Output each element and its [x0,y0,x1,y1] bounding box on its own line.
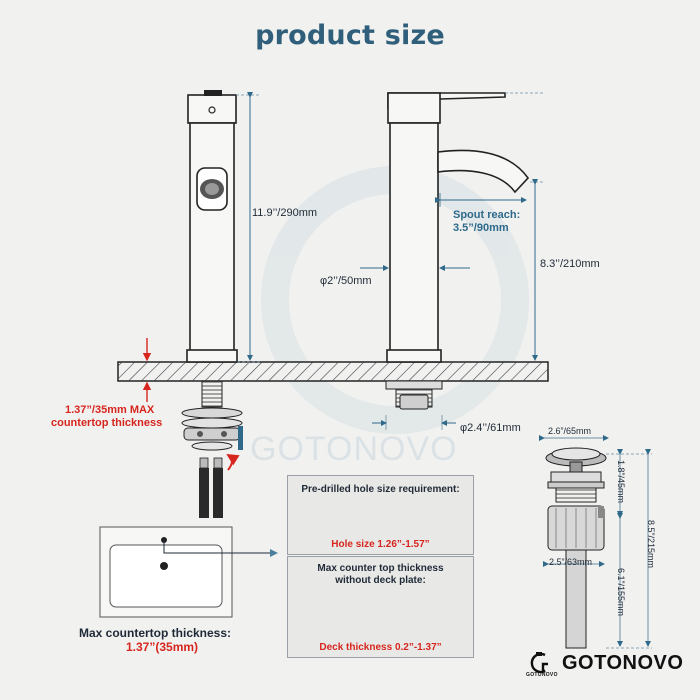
deck-box-title-2: without deck plate: [335,575,426,586]
deck-thickness-box: Max counter top thickness without deck p… [287,556,474,658]
spout-reach-label: Spout reach: [453,209,521,221]
hole-box-title: Pre-drilled hole size requirement: [301,484,460,495]
page-title: product size [255,20,445,51]
spout-reach-value: 3.5”/90mm [453,222,509,234]
sink-caption-line2: 1.37”(35mm) [126,640,199,654]
drain-body-width: 2.5”/63mm [549,557,593,567]
pop-up-drain [539,435,652,649]
countertop-thickness-line1: 1.37”/35mm MAX [65,404,155,416]
body-diameter-label: φ2’’/50mm [320,275,372,287]
deck-box-title-1: Max counter top thickness [317,563,444,574]
faucet-front-view [385,92,530,410]
brand-sub: GOTONOVO [526,672,558,678]
base-diameter-label: φ2.4’’/61mm [460,422,521,434]
brand-name: GOTONOVO [562,652,684,674]
g-logo-icon [530,652,548,674]
sink-caption-line1: Max countertop thickness: [79,626,232,640]
drain-cap-height: 1.8”/45mm [616,460,626,504]
faucet-side-view [181,90,243,518]
drain-pipe-height: 6.1”/155mm [616,568,626,617]
deck-thickness-value: Deck thickness 0.2”-1.37” [319,642,442,653]
height-label: 11.9’’/290mm [252,207,318,219]
hole-size-value: Hole size 1.26”-1.57” [331,539,430,550]
drain-top-width: 2.6”/65mm [548,426,592,436]
watermark-text: GOTONOVO [250,430,458,468]
drain-total-height: 8.5”/215mm [646,520,656,569]
countertop-thickness-line2: countertop thickness [51,417,163,429]
sink-top-view [99,526,278,618]
spout-height-label: 8.3’’/210mm [540,258,600,270]
hole-size-box: Pre-drilled hole size requirement: Hole … [287,475,474,555]
